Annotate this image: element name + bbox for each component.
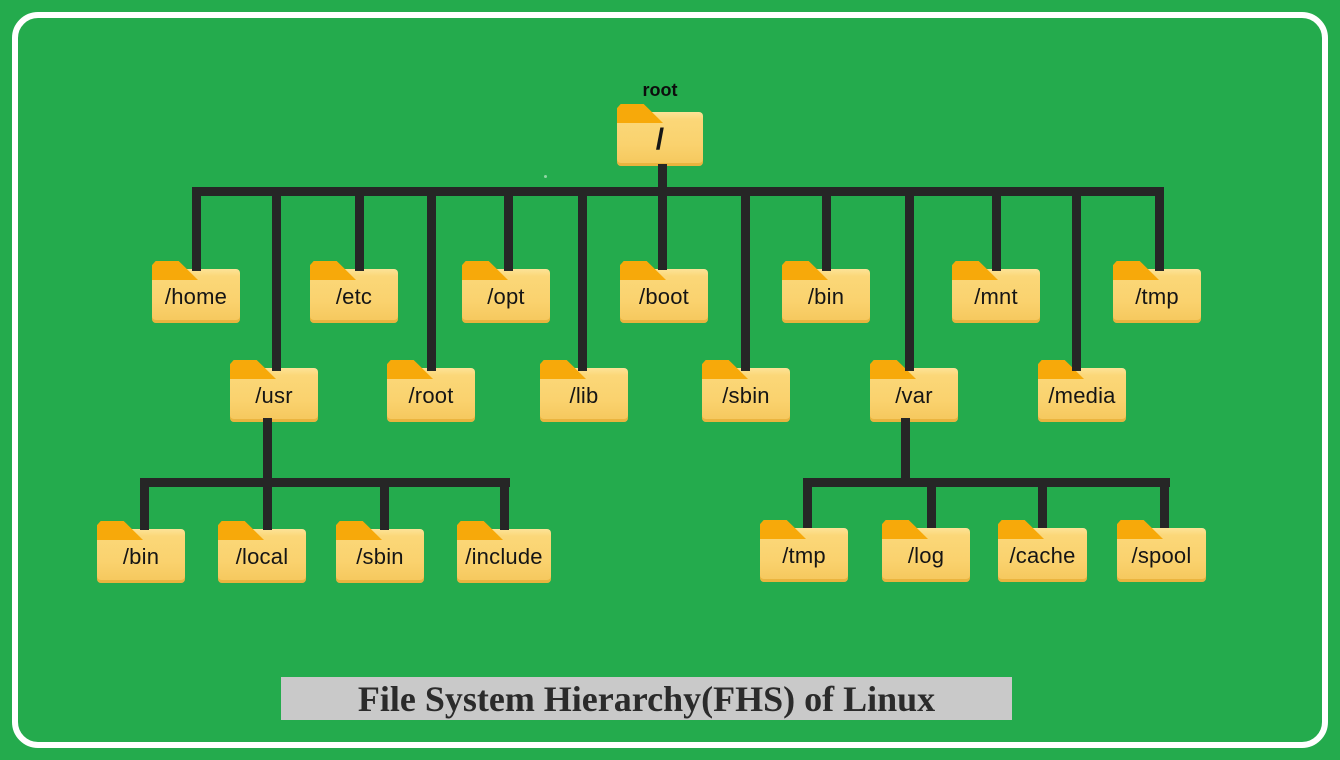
folder-node-var: /var [870, 360, 958, 422]
connector-drop-usr [272, 187, 281, 371]
folder-label: /log [907, 543, 945, 568]
folder-label: /boot [639, 284, 689, 309]
folder-node-rootdir: /root [387, 360, 475, 422]
folder-node-var-spool: /spool [1117, 520, 1206, 582]
folder-node-etc: /etc [310, 261, 398, 323]
folder-label: /etc [335, 284, 373, 309]
folder-node-mnt: /mnt [952, 261, 1040, 323]
diagram-title: File System Hierarchy(FHS) of Linux [357, 678, 936, 719]
folder-label: /lib [569, 383, 599, 408]
connector-drop-usr-local [263, 482, 272, 530]
connector-drop-tmp [1155, 187, 1164, 271]
folder-label: /sbin [356, 544, 404, 569]
folder-label: /tmp [782, 543, 826, 568]
folder-node-sbin: /sbin [702, 360, 790, 422]
connector-var-rail [803, 478, 1170, 487]
folder-node-usr-sbin: /sbin [336, 521, 424, 583]
connector-drop-var-cache [1038, 482, 1047, 528]
folder-node-lib: /lib [540, 360, 628, 422]
folder-node-media: /media [1038, 360, 1126, 422]
stray-dot [544, 175, 547, 178]
folder-node-usr-include: /include [457, 521, 551, 583]
folder-node-usr: /usr [230, 360, 318, 422]
diagram-title-bar: File System Hierarchy(FHS) of Linux [281, 677, 1012, 720]
folder-node-bin: /bin [782, 261, 870, 323]
folder-node-home: /home [152, 261, 240, 323]
connector-drop-usr-sbin [380, 482, 389, 530]
folder-label: /bin [122, 544, 160, 569]
folder-node-var-tmp: /tmp [760, 520, 848, 582]
connector-drop-etc [355, 187, 364, 271]
connector-usr-rail [140, 478, 510, 487]
folder-node-tmp: /tmp [1113, 261, 1201, 323]
folder-label: /spool [1131, 543, 1192, 568]
connector-drop-lib [578, 187, 587, 371]
folder-label: /include [465, 544, 543, 569]
connector-drop-var-log [927, 482, 936, 528]
connector-main-rail [192, 187, 1164, 196]
folder-label: /root [408, 383, 454, 408]
folder-node-var-log: /log [882, 520, 970, 582]
connector-drop-var-spool [1160, 482, 1169, 528]
folder-label: /sbin [722, 383, 770, 408]
folder-node-usr-local: /local [218, 521, 306, 583]
connector-drop-bin [822, 187, 831, 271]
connector-drop-var-tmp [803, 482, 812, 528]
folder-label: /mnt [974, 284, 1018, 309]
folder-label: /home [164, 284, 228, 309]
connector-drop-rootdir [427, 187, 436, 371]
root-caption: root [642, 80, 678, 100]
folder-label: /media [1048, 383, 1116, 408]
connector-root-to-boot [658, 164, 667, 270]
connector-drop-var [905, 187, 914, 371]
connector-var-stem [901, 418, 910, 482]
folder-node-root: / [617, 104, 703, 166]
folder-label: /var [895, 383, 933, 408]
folder-node-var-cache: /cache [998, 520, 1087, 582]
folder-label: /bin [807, 284, 845, 309]
folder-label: /tmp [1135, 284, 1179, 309]
folder-node-boot: /boot [620, 261, 708, 323]
folder-node-usr-bin: /bin [97, 521, 185, 583]
folder-label: /opt [487, 284, 525, 309]
connector-usr-stem [263, 418, 272, 482]
connector-drop-home [192, 187, 201, 271]
connector-drop-sbin [741, 187, 750, 371]
folder-label: /usr [255, 383, 293, 408]
folder-label: /cache [1009, 543, 1076, 568]
connector-drop-usr-bin [140, 482, 149, 530]
connector-drop-opt [504, 187, 513, 271]
folder-label: /local [235, 544, 289, 569]
connector-drop-mnt [992, 187, 1001, 271]
folder-label: / [655, 123, 665, 156]
connector-drop-media [1072, 187, 1081, 371]
folder-node-opt: /opt [462, 261, 550, 323]
connector-drop-usr-include [500, 482, 509, 530]
